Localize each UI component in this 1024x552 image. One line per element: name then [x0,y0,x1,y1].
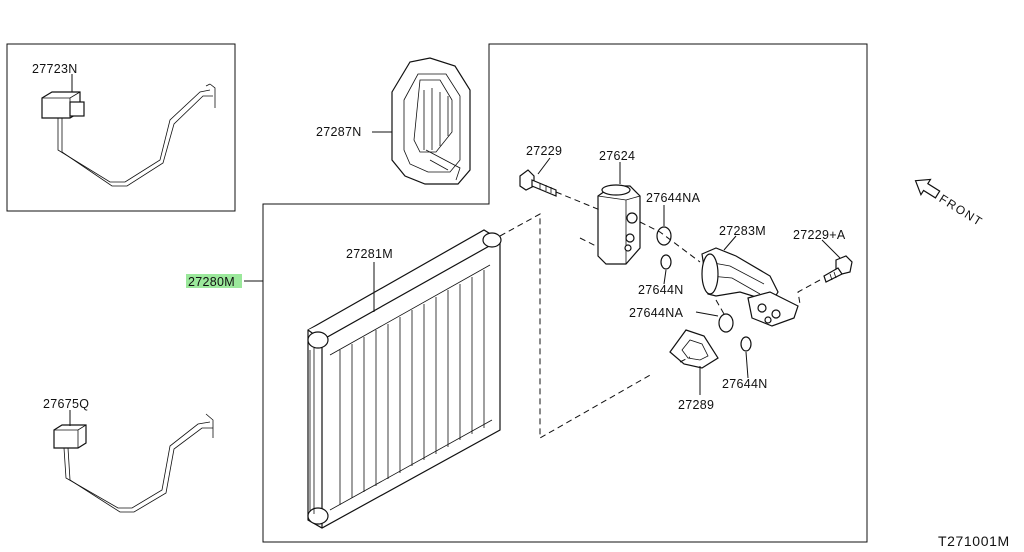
part-label-27229a[interactable]: 27229+A [793,228,846,242]
front-arrow-icon [914,178,941,199]
thermo-sensor-top-drawing[interactable] [41,83,216,187]
part-label-27644n-top[interactable]: 27644N [638,283,684,297]
part-label-27644na-top[interactable]: 27644NA [646,191,701,205]
front-direction-indicator: FRONT [914,178,986,230]
diagram-id: T271001M [938,533,1010,549]
part-label-27289[interactable]: 27289 [678,398,714,412]
front-label: FRONT [937,192,986,230]
gasket-drawing[interactable] [669,329,719,369]
part-label-27287n[interactable]: 27287N [316,125,362,139]
sensor-box-frame [6,43,236,212]
evaporator-seal-drawing[interactable] [391,57,471,185]
evaporator-core-drawing[interactable] [307,229,502,529]
part-label-highlight [186,274,242,288]
part-label-27281m[interactable]: 27281M [346,247,393,261]
part-label-27644n-bottom[interactable]: 27644N [722,377,768,391]
part-label-27280m[interactable]: 27280M [188,275,235,289]
o-ring-na-bottom-drawing[interactable] [718,313,734,333]
part-label-27229[interactable]: 27229 [526,144,562,158]
assembly-dashed-lines [499,191,821,439]
part-label-27644na-bottom[interactable]: 27644NA [629,306,684,320]
part-label-27723n[interactable]: 27723N [32,62,78,76]
o-ring-n-top-drawing[interactable] [660,254,672,270]
leader-lines [69,74,841,426]
o-ring-n-bottom-drawing[interactable] [740,336,752,352]
evaporator-kit-frame [262,43,868,543]
part-labels: 27723N 27287N 27229 27624 27644NA 27283M… [32,62,846,412]
part-label-27624[interactable]: 27624 [599,149,635,163]
pipe-assembly-drawing[interactable] [701,247,799,327]
bolt-drawing[interactable] [519,169,557,197]
thermo-sensor-bottom-drawing[interactable] [53,413,214,513]
o-ring-na-top-drawing[interactable] [656,226,672,246]
bolt-a-drawing[interactable] [823,255,853,283]
part-label-27283m[interactable]: 27283M [719,224,766,238]
part-label-27675q[interactable]: 27675Q [43,397,89,411]
expansion-valve-drawing[interactable] [597,184,641,265]
